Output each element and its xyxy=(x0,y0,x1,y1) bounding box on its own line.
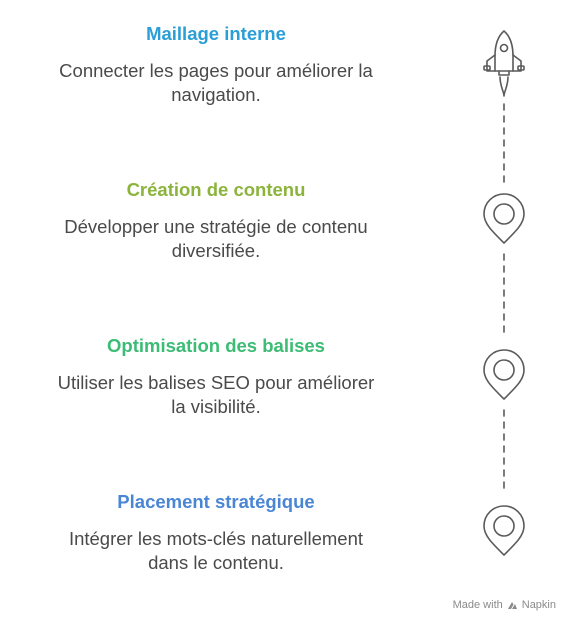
napkin-logo-icon xyxy=(507,601,517,609)
step-placement-strategique: Placement stratégique Intégrer les mots-… xyxy=(30,490,402,575)
map-pin-icon xyxy=(483,193,525,244)
step-creation-de-contenu: Création de contenu Développer une strat… xyxy=(30,178,402,263)
step-description: Connecter les pages pour améliorer la na… xyxy=(30,59,402,107)
step-description: Développer une stratégie de contenu dive… xyxy=(30,215,402,263)
step-description: Utiliser les balises SEO pour améliorer … xyxy=(30,371,402,419)
step-description-line-2: dans le contenu. xyxy=(148,552,284,573)
step-title: Création de contenu xyxy=(126,179,306,200)
step-description-line-1: Utiliser les balises SEO pour améliorer xyxy=(57,372,375,393)
step-title: Maillage interne xyxy=(146,23,286,44)
step-description-line-1: Développer une stratégie de contenu xyxy=(64,216,368,237)
step-description-line-1: Connecter les pages pour améliorer la xyxy=(59,60,373,81)
step-title: Optimisation des balises xyxy=(107,335,325,356)
watermark-made-with: Made with xyxy=(452,599,503,611)
rocket-icon xyxy=(483,30,525,97)
step-title: Placement stratégique xyxy=(117,491,315,512)
step-description-line-1: Intégrer les mots-clés naturellement xyxy=(68,528,364,549)
step-maillage-interne: Maillage interne Connecter les pages pou… xyxy=(30,22,402,107)
step-description: Intégrer les mots-clés naturellement dan… xyxy=(30,527,402,575)
napkin-watermark: Made with Napkin xyxy=(453,599,556,611)
map-pin-icon xyxy=(483,349,525,400)
step-description-line-2: la visibilité. xyxy=(171,396,261,417)
step-optimisation-des-balises: Optimisation des balises Utiliser les ba… xyxy=(30,334,402,419)
map-pin-icon xyxy=(483,505,525,556)
step-description-line-2: navigation. xyxy=(171,84,261,105)
step-description-line-2: diversifiée. xyxy=(171,240,261,261)
watermark-brand: Napkin xyxy=(521,599,556,611)
